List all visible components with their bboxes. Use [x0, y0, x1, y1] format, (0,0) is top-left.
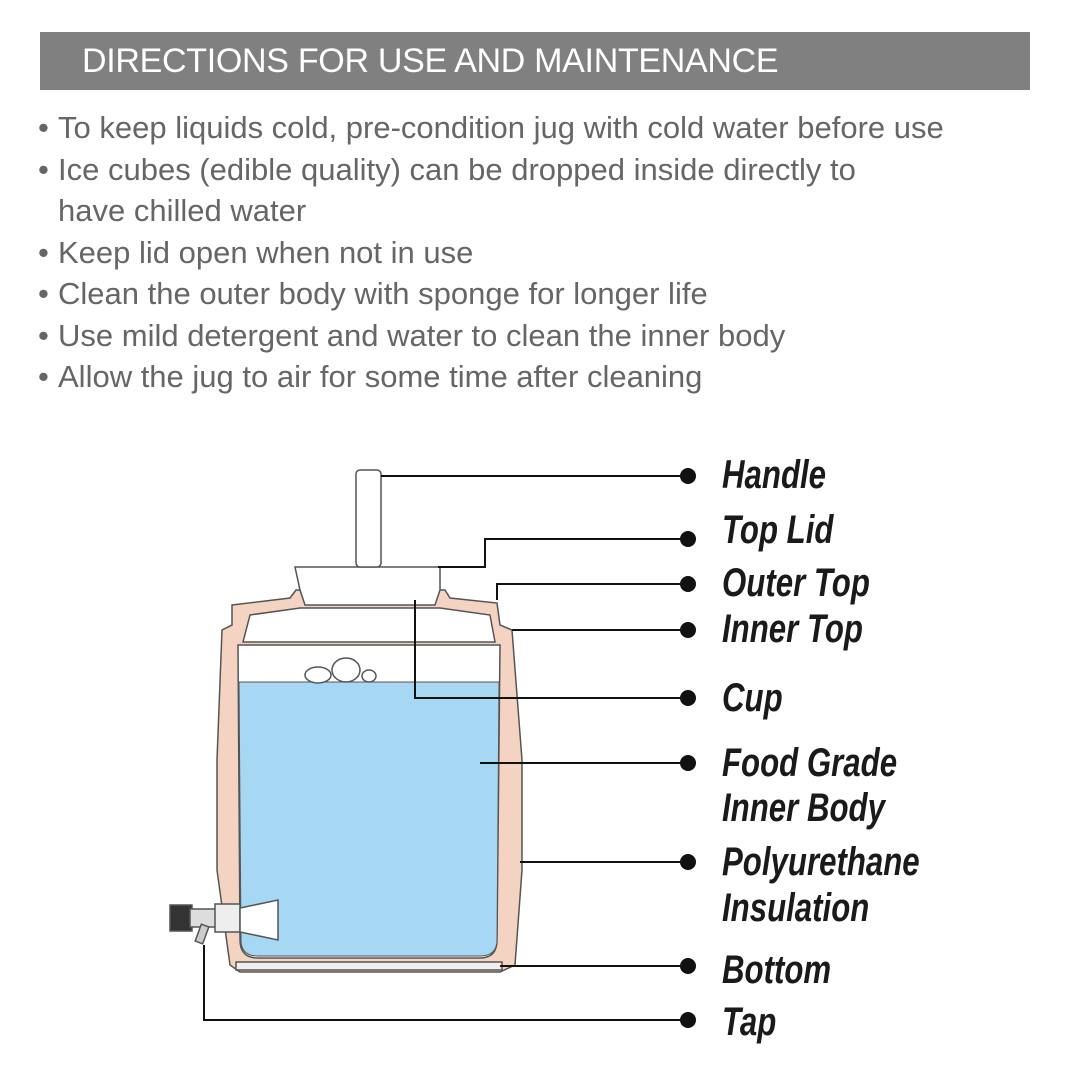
leader-dot	[680, 958, 696, 974]
ice-cube	[361, 669, 377, 683]
instructions-list: •To keep liquids cold, pre-condition jug…	[38, 107, 944, 398]
label-tap: Tap	[722, 1000, 777, 1044]
leader-dot	[680, 622, 696, 638]
leader-dot	[680, 755, 696, 771]
ice-cube	[304, 666, 332, 684]
leader-dot	[680, 468, 696, 484]
label-handle: Handle	[722, 453, 827, 497]
bottom-base	[235, 961, 503, 971]
label-insulation-2: Insulation	[722, 886, 870, 930]
header-title: DIRECTIONS FOR USE AND MAINTENANCE	[82, 42, 779, 80]
leader-dot	[680, 1012, 696, 1028]
leader-dot	[680, 690, 696, 706]
list-item-continuation: have chilled water	[58, 193, 307, 228]
tap	[169, 899, 279, 945]
list-item: •Use mild detergent and water to clean t…	[38, 317, 786, 353]
top-lid	[294, 566, 441, 606]
header-bar: DIRECTIONS FOR USE AND MAINTENANCE	[40, 32, 1030, 90]
label-inner-top: Inner Top	[722, 607, 863, 651]
label-inner-body-2: Inner Body	[722, 786, 885, 830]
list-item: •To keep liquids cold, pre-condition jug…	[38, 110, 944, 145]
label-outer-top: Outer Top	[722, 561, 870, 605]
list-item: •Allow the jug to air for some time afte…	[38, 359, 703, 394]
label-insulation-1: Polyurethane	[722, 840, 920, 884]
label-cup: Cup	[722, 676, 783, 720]
leader-dot	[680, 576, 696, 592]
list-item: •Ice cubes (edible quality) can be dropp…	[38, 151, 856, 187]
ice-cube	[331, 657, 361, 683]
list-item: •Clean the outer body with sponge for lo…	[38, 276, 708, 311]
leader-dot	[680, 854, 696, 870]
water	[238, 681, 500, 957]
label-inner-body-1: Food Grade	[722, 741, 898, 785]
label-top-lid: Top Lid	[722, 508, 834, 552]
leader-dot	[680, 531, 696, 547]
inner-top	[242, 607, 496, 643]
handle	[355, 469, 382, 568]
label-bottom: Bottom	[722, 948, 832, 992]
list-item: •Keep lid open when not in use	[38, 234, 474, 270]
